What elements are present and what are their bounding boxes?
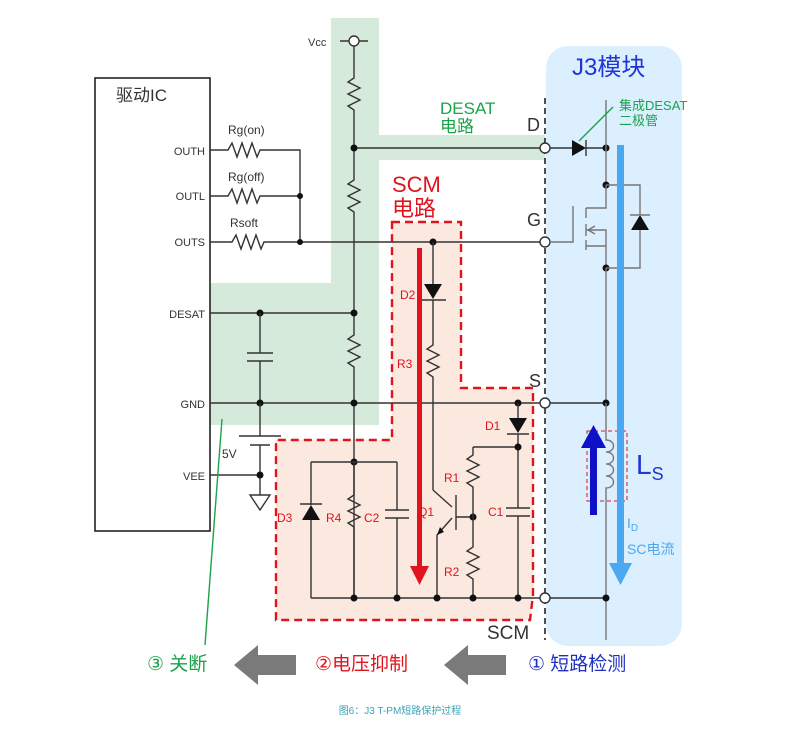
- terminal-g-label: G: [527, 210, 541, 230]
- step-1-short-detection: ① 短路检测: [528, 653, 626, 675]
- vcc-desat-chain: [210, 35, 545, 600]
- d3-label: D3: [277, 511, 293, 525]
- desat-circuit-region: [210, 18, 545, 425]
- j3-module-region: [546, 46, 682, 646]
- pin-vee: VEE: [183, 471, 205, 483]
- driver-ic-title: 驱动IC: [116, 86, 167, 105]
- integrated-desat-diode-label-1: 集成DESAT: [619, 98, 687, 113]
- pin-outs: OUTS: [174, 237, 205, 249]
- c2-label: C2: [364, 511, 380, 525]
- rg-off-label: Rg(off): [228, 170, 264, 184]
- r2-label: R2: [444, 565, 460, 579]
- rsoft-label: Rsoft: [230, 216, 259, 230]
- terminal-d-label: D: [527, 115, 540, 135]
- r3-label: R3: [397, 357, 413, 371]
- terminal-s-label: S: [529, 371, 541, 391]
- terminal-d: [539, 142, 551, 154]
- vcc-label: Vcc: [308, 37, 327, 49]
- j3-module-title: J3模块: [572, 54, 645, 81]
- terminal-s: [539, 397, 551, 409]
- process-arrow-2-to-3: [234, 645, 296, 685]
- scm-circuit-label-1: SCM: [392, 172, 441, 197]
- gate-resistor-network: [210, 140, 545, 252]
- battery-5v-label: 5V: [222, 447, 237, 461]
- q1-label: Q1: [418, 505, 434, 519]
- id-label: ID: [627, 515, 638, 534]
- ls-label: LS: [636, 449, 664, 484]
- desat-diode-pointer: [578, 106, 614, 142]
- scm-current-arrow: [410, 248, 429, 585]
- d2-label: D2: [400, 288, 416, 302]
- scm-circuit-region: [274, 220, 535, 622]
- module-internals: [550, 100, 650, 640]
- pin-outh: OUTH: [174, 146, 205, 158]
- sc-current-label: SC电流: [627, 541, 674, 557]
- rg-on-label: Rg(on): [228, 123, 265, 137]
- shutoff-pointer: [204, 418, 223, 646]
- pin-gnd: GND: [181, 399, 206, 411]
- d1-label: D1: [485, 419, 501, 433]
- scm-circuit-label-2: 电路: [392, 196, 436, 221]
- c1-label: C1: [488, 505, 504, 519]
- desat-circuit-label-2: 电路: [440, 117, 474, 136]
- pin-outl: OUTL: [176, 191, 205, 203]
- figure-caption: 图6：J3 T-PM短路保护过程: [339, 704, 462, 717]
- integrated-desat-diode-label-2: 二极管: [619, 113, 658, 128]
- sc-current-arrow: [609, 145, 632, 585]
- ls-voltage-arrow: [581, 425, 606, 515]
- pin-desat: DESAT: [169, 309, 205, 321]
- terminal-scm-label: SCM: [487, 623, 529, 644]
- desat-circuit-label-1: DESAT: [440, 99, 495, 118]
- driver-ic-box: [94, 77, 211, 532]
- terminal-g: [539, 236, 551, 248]
- r4-label: R4: [326, 511, 342, 525]
- r1-label: R1: [444, 471, 460, 485]
- step-3-shutoff: ③ 关断: [147, 653, 207, 675]
- step-2-voltage-suppression: ②电压抑制: [315, 653, 408, 675]
- process-arrow-1-to-2: [444, 645, 506, 685]
- scm-internal-circuit: [300, 238, 545, 602]
- terminal-scm: [539, 592, 551, 604]
